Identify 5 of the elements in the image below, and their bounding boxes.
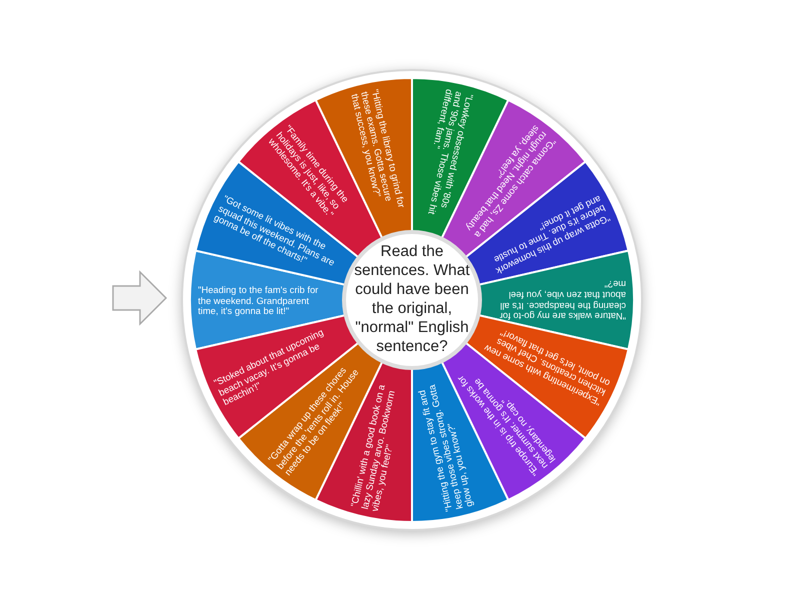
instruction-text: Read the sentences. What could have been the original, "normal" English sentence? (353, 243, 471, 357)
sentence-text: "Nature walks are my go-to for clearing the headspace. It's all about that zen vibe, you feel me?" (498, 278, 626, 322)
sentence-text: "Heading to the fam's crib for the weekend. Grandparent time, it's gonna be lit!" (198, 284, 320, 316)
sentence-text: "Lowkey obsessed with '80s and '90s jams. Those vibes hit different, fam." (426, 88, 476, 216)
sentence-text: "Hitting the library to grind for these exams. Gotta secure that success, you know?" (348, 88, 408, 210)
